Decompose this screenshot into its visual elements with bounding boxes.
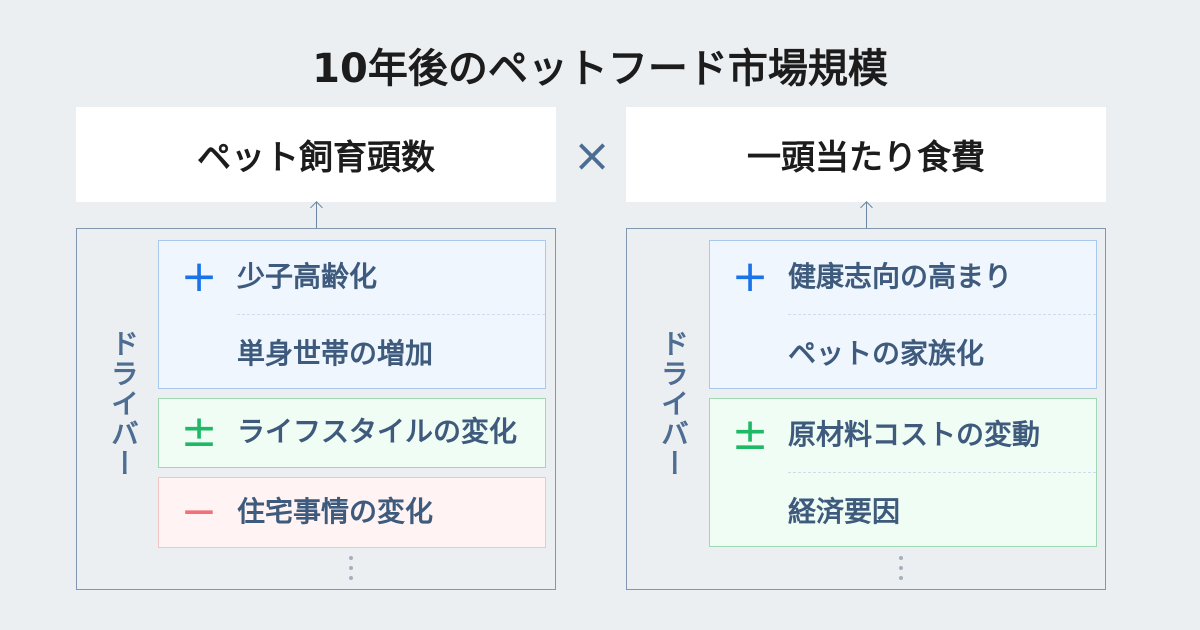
mixed-drivers-card: ± 原材料コストの変動 経済要因 (709, 398, 1097, 547)
driver-item: ペットの家族化 (788, 337, 985, 370)
plus-minus-icon: ± (180, 406, 218, 457)
negative-drivers-card: − 住宅事情の変化 (158, 477, 546, 548)
right-header: 一頭当たり食費 (626, 107, 1106, 202)
positive-drivers-card: + 少子高齢化 単身世帯の増加 (158, 240, 546, 389)
mixed-drivers-card: ± ライフスタイルの変化 (158, 398, 546, 468)
multiply-icon: × (572, 128, 612, 182)
driver-item: 住宅事情の変化 (237, 495, 434, 528)
driver-item: 経済要因 (788, 495, 901, 528)
divider (788, 472, 1096, 473)
driver-item: ライフスタイルの変化 (237, 415, 518, 448)
driver-item: 原材料コストの変動 (788, 418, 1041, 451)
plus-minus-icon: ± (731, 409, 769, 460)
positive-drivers-card: + 健康志向の高まり ペットの家族化 (709, 240, 1097, 389)
more-ellipsis-icon (349, 556, 353, 586)
driver-item: 単身世帯の増加 (237, 337, 434, 370)
arrow-up-icon (866, 202, 867, 228)
divider (788, 314, 1096, 315)
page-title: 10年後のペットフード市場規模 (312, 46, 888, 92)
divider (237, 314, 545, 315)
more-ellipsis-icon (899, 556, 903, 586)
arrow-up-icon (316, 202, 317, 228)
right-driver-frame: ドライバー + 健康志向の高まり ペットの家族化 ± 原材料コストの変動 経済要… (626, 228, 1106, 590)
driver-label: ドライバー (107, 329, 140, 479)
driver-label: ドライバー (657, 329, 690, 479)
minus-icon: − (180, 486, 218, 537)
plus-icon: + (180, 251, 218, 302)
left-header: ペット飼育頭数 (76, 107, 556, 202)
plus-icon: + (731, 251, 769, 302)
driver-item: 健康志向の高まり (788, 260, 1013, 293)
driver-item: 少子高齢化 (237, 260, 378, 293)
left-driver-frame: ドライバー + 少子高齢化 単身世帯の増加 ± ライフスタイルの変化 − 住宅事… (76, 228, 556, 590)
